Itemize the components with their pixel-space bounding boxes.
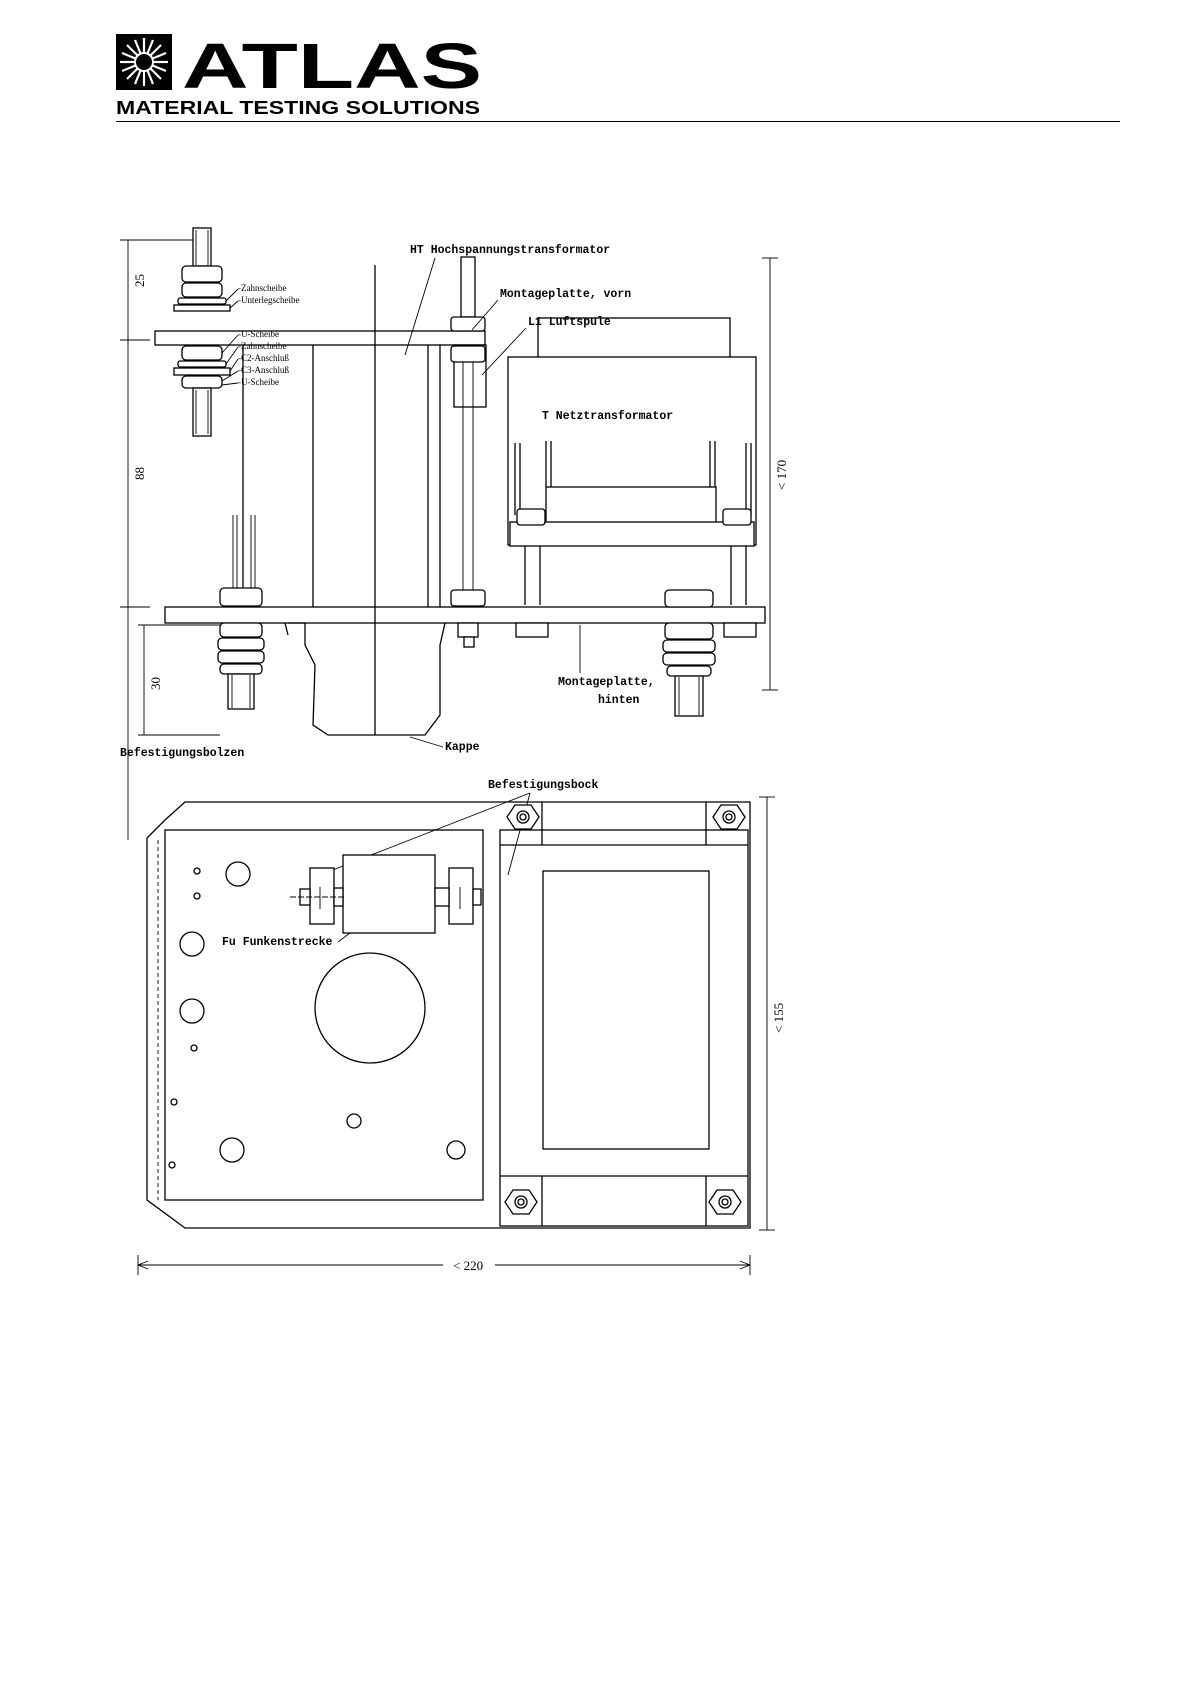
dimension-88: 88 bbox=[132, 467, 147, 480]
fastening-bolt-bottom-right bbox=[662, 589, 716, 717]
corner-nuts bbox=[504, 804, 746, 1215]
label-u-scheibe-2: -U-Scheibe bbox=[238, 377, 279, 387]
high-voltage-transformer bbox=[242, 265, 487, 736]
dimension-155: < 155 bbox=[771, 1003, 786, 1033]
header-rule bbox=[116, 121, 1120, 122]
label-cap: Kappe bbox=[445, 741, 480, 754]
label-zahnscheibe-2: -Zahnscheibe bbox=[238, 341, 286, 351]
label-fastening-bracket: Befestigungsbock bbox=[488, 779, 599, 792]
brand-name: ATLAS bbox=[182, 34, 482, 102]
label-c2-anschluss: -C2-Anschluß bbox=[238, 353, 289, 363]
atlas-logo: ATLAS MATERIAL TESTING SOLUTIONS bbox=[116, 34, 482, 118]
side-view: 25 88 30 bbox=[120, 227, 789, 840]
brand-tagline: MATERIAL TESTING SOLUTIONS bbox=[116, 98, 480, 118]
top-view: Befestigungsbock bbox=[137, 779, 786, 1275]
label-front-plate: Montageplatte, vorn bbox=[500, 288, 631, 301]
mounting-holes bbox=[168, 861, 466, 1169]
fastening-bolt-bottom-left bbox=[217, 587, 265, 710]
component-plate bbox=[164, 829, 484, 1201]
center-bolt bbox=[450, 256, 486, 648]
label-zahnscheibe-1: -Zahnscheibe bbox=[238, 283, 286, 293]
label-rear-plate-2: hinten bbox=[598, 694, 640, 707]
cap-opening bbox=[314, 952, 426, 1064]
label-rear-plate-1: Montageplatte, bbox=[558, 676, 655, 689]
label-c3-anschluss: -C3-Anschluß bbox=[238, 365, 289, 375]
sun-burst-icon bbox=[116, 34, 172, 90]
spark-gap bbox=[290, 854, 482, 934]
front-mounting-plate bbox=[154, 330, 486, 346]
label-spark-gap: Fu Funkenstrecke bbox=[222, 936, 333, 949]
dimension-30: 30 bbox=[148, 677, 163, 690]
dimension-25: 25 bbox=[132, 274, 147, 287]
label-ht-transformer: HT Hochspannungstransformator bbox=[410, 244, 610, 257]
transformer-top-view bbox=[499, 802, 749, 1227]
rear-mounting-plate bbox=[164, 606, 766, 624]
label-u-scheibe-1: -U-Scheibe bbox=[238, 329, 279, 339]
label-mains-transformer: T Netztransformator bbox=[542, 410, 673, 423]
mains-transformer bbox=[507, 317, 757, 638]
dimension-220: < 220 bbox=[453, 1258, 483, 1273]
label-unterlegscheibe: -Unterlegscheibe bbox=[238, 295, 299, 305]
dimension-170: < 170 bbox=[774, 460, 789, 490]
technical-drawing: 25 88 30 bbox=[120, 227, 789, 1275]
label-fastening-bolt: Befestigungsbolzen bbox=[120, 747, 244, 760]
label-air-coil: L1 Luftspule bbox=[528, 316, 611, 329]
